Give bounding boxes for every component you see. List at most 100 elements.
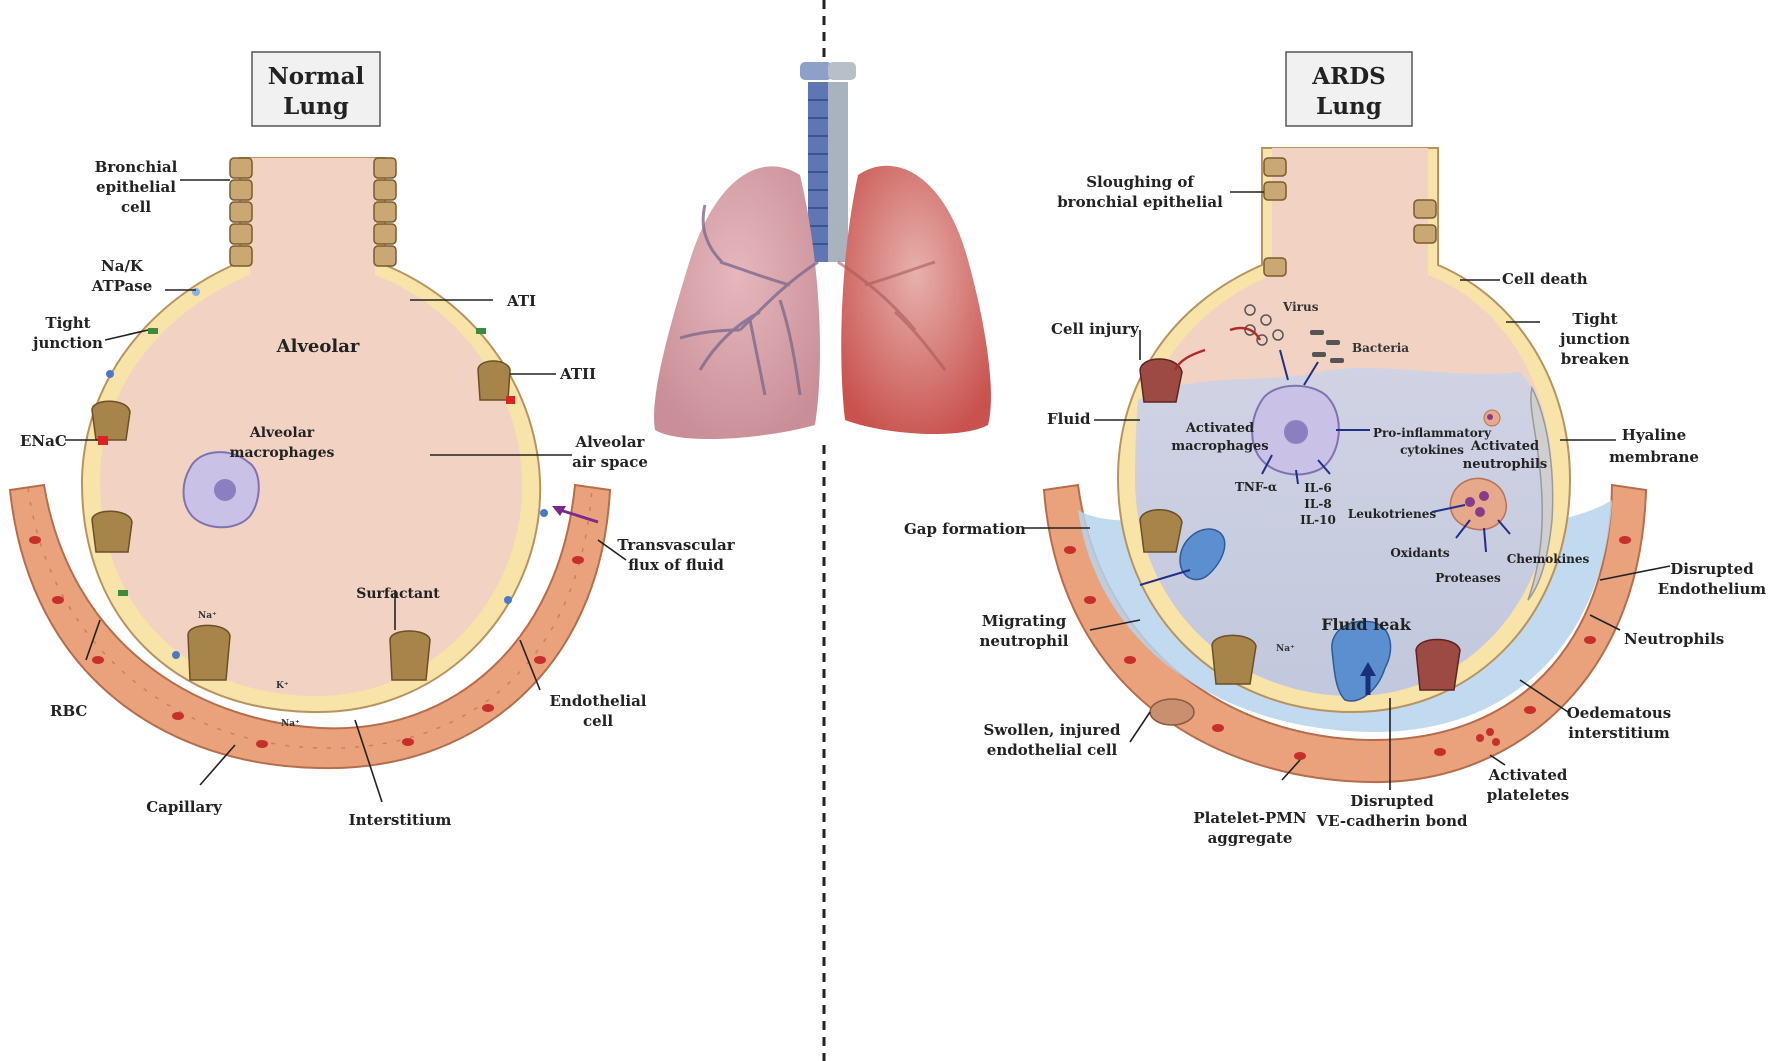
ards-na-ion: Na⁺ (1276, 644, 1295, 654)
normal-tight-label-2: junction (31, 334, 103, 352)
ards-bronchial-cells (1263, 157, 1437, 277)
normal-leaders (65, 179, 627, 803)
ards-migrating-label-1: Migrating (982, 612, 1067, 630)
ards-fluid-label: Fluid (1047, 410, 1091, 428)
ards-tight-label-3: breaken (1561, 350, 1630, 368)
ards-bacteria (1310, 330, 1344, 363)
ards-rbcs (1064, 536, 1631, 760)
ards-activated-neu-label-2: neutrophils (1463, 457, 1547, 472)
ards-arrows (1139, 349, 1511, 586)
normal-alveolar-label: Alveolar (276, 336, 360, 357)
normal-tight-label-1: Tight (45, 314, 90, 332)
normal-ati-label: ATI (506, 292, 536, 310)
ards-activated-neu-label-1: Activated (1470, 439, 1539, 454)
ards-swollen-label-1: Swollen, injured (984, 721, 1121, 739)
ards-capillary (1042, 483, 1648, 784)
ards-fluid-leak-cell (1331, 620, 1392, 702)
normal-airspace-label-1: Alveolar (575, 433, 646, 451)
ards-title-line2: Lung (1316, 93, 1382, 120)
ards-disrupted-ve-label-2: VE-cadherin bond (1316, 812, 1468, 830)
normal-capillary (8, 483, 612, 770)
ards-title-line1: ARDS (1311, 63, 1386, 90)
normal-bronchial-label-1: Bronchial (95, 158, 178, 176)
ards-leukotrienes-label: Leukotrienes (1348, 507, 1437, 521)
ards-il6-label: IL-6 (1304, 481, 1331, 495)
ards-activated-plt-label-2: plateletes (1487, 786, 1570, 804)
normal-capillary-label: Capillary (146, 798, 223, 816)
normal-bronchial-label-3: cell (121, 198, 151, 216)
normal-rbc-label: RBC (50, 702, 87, 720)
ards-fluid-fill (1135, 368, 1552, 696)
ards-fluid-leak-label: Fluid leak (1321, 615, 1412, 634)
normal-transvascular-label-2: flux of fluid (628, 556, 724, 574)
ards-bacteria-label: Bacteria (1352, 341, 1409, 355)
right-lung (841, 165, 991, 435)
ards-title-box (1285, 51, 1413, 127)
normal-bronchial-cells (229, 157, 397, 267)
normal-endothelial-label-2: cell (583, 712, 613, 730)
ards-disrupted-ve-label-1: Disrupted (1350, 792, 1434, 810)
normal-na-ion-2: Na⁺ (281, 719, 300, 729)
normal-macrophage (182, 451, 260, 529)
ards-activated-mac-label-2: macrophages (1171, 439, 1268, 454)
ards-platelet-label-1: Platelet-PMN (1193, 809, 1306, 827)
ards-proinflam-label-1: Pro-inflammatory (1373, 426, 1492, 440)
normal-airspace-label-2: air space (572, 453, 648, 471)
normal-rbcs (29, 536, 584, 748)
normal-enac-label: ENaC (20, 432, 67, 450)
ards-tight-label-2: junction (1558, 330, 1630, 348)
ards-platelets (1476, 728, 1500, 746)
normal-nak-label-2: ATPase (91, 277, 153, 295)
ards-oedematous-label-1: Oedematous (1567, 704, 1672, 722)
normal-lung-panel: Normal Lung (8, 51, 736, 829)
normal-macrophages-label-1: Alveolar (249, 425, 315, 441)
ards-gap-formation-label: Gap formation (904, 520, 1026, 538)
ards-lung-panel: ARDS Lung (904, 51, 1767, 847)
ards-hyaline-membrane (1527, 385, 1554, 601)
ards-oxidants-label: Oxidants (1390, 546, 1450, 560)
normal-endothelial-label-1: Endothelial (549, 692, 646, 710)
normal-nak-label-1: Na/K (101, 257, 144, 275)
normal-bronchial-label-2: epithelial (96, 178, 176, 196)
ards-activated-mac-label-1: Activated (1185, 421, 1254, 436)
normal-macrophages-label-2: macrophages (230, 445, 335, 461)
ards-proinflam-label-2: cytokines (1400, 443, 1464, 457)
ards-tight-label-1: Tight (1572, 310, 1617, 328)
ards-injured-cells (1139, 358, 1461, 691)
ards-tnf-label: TNF-α (1235, 480, 1277, 494)
ards-swollen-cell (1149, 698, 1195, 726)
ards-leaders (1022, 191, 1671, 790)
ards-activated-plt-label-1: Activated (1488, 766, 1568, 784)
normal-k-ion: K⁺ (276, 681, 289, 691)
ards-sloughing-label-1: Sloughing of (1086, 173, 1195, 191)
normal-title-box (251, 51, 381, 127)
ards-disrupted-endo-label-1: Disrupted (1670, 560, 1754, 578)
ards-disrupted-endo-label-2: Endothelium (1658, 580, 1767, 598)
ards-proteases-label: Proteases (1435, 571, 1501, 585)
ards-virus-label: Virus (1282, 300, 1319, 314)
normal-atii-cells (91, 360, 511, 681)
normal-title-line2: Lung (283, 93, 349, 120)
normal-na-ion: Na⁺ (198, 611, 217, 621)
ards-macrophage (1251, 384, 1340, 476)
ards-neutrophil (1449, 409, 1508, 531)
ards-migrating-cell (1179, 528, 1226, 581)
ards-il8-label: IL-8 (1304, 497, 1331, 511)
ards-chemokines-label: Chemokines (1507, 552, 1590, 566)
ards-swollen-label-2: endothelial cell (987, 741, 1118, 759)
normal-surfactant-label: Surfactant (356, 586, 440, 602)
normal-atii-label: ATII (559, 365, 596, 383)
ards-hyaline-label-1: Hyaline (1622, 426, 1686, 444)
ards-cell-death-label: Cell death (1502, 270, 1588, 288)
ards-hyaline-label-2: membrane (1609, 448, 1699, 466)
ards-il10-label: IL-10 (1300, 513, 1336, 527)
normal-interstitium-label: Interstitium (349, 811, 452, 829)
ards-platelet-label-2: aggregate (1208, 829, 1293, 847)
ards-virus-particles (1244, 304, 1284, 346)
left-lung (654, 166, 820, 440)
ards-oedematous-label-2: interstitium (1568, 724, 1670, 742)
ards-migrating-label-2: neutrophil (980, 632, 1069, 650)
normal-transvascular-label-1: Transvascular (617, 536, 735, 554)
